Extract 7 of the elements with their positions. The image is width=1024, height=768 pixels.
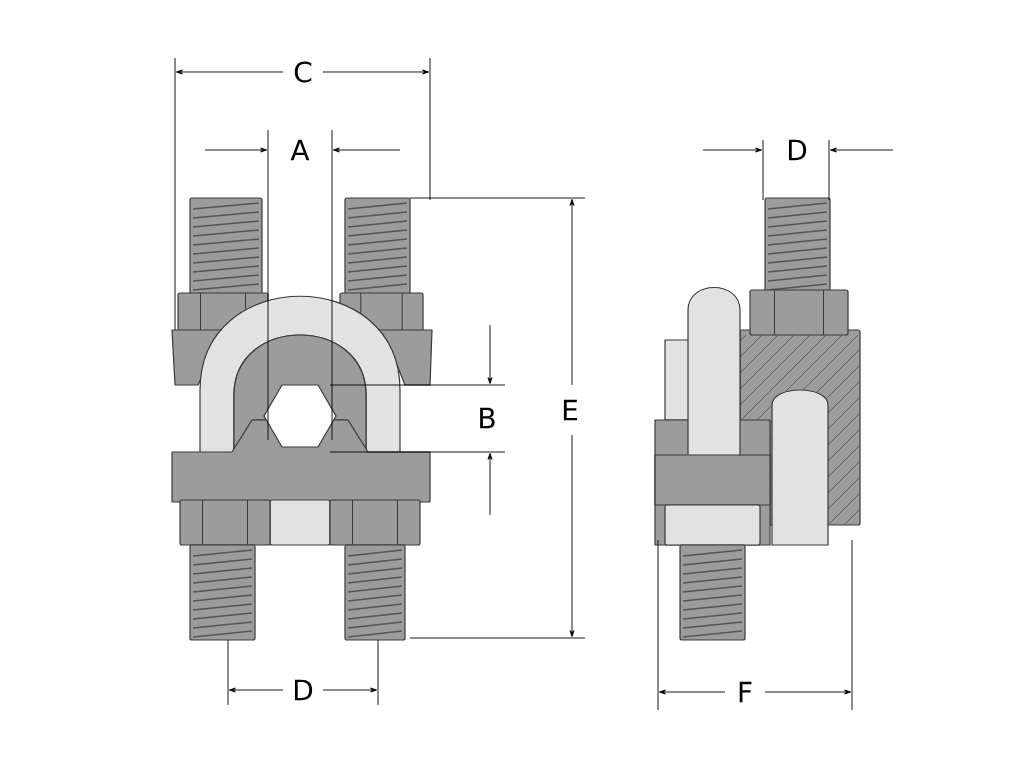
dimension-label: C	[294, 61, 312, 83]
dimension-label: E	[563, 399, 578, 421]
dimension-label: D	[294, 679, 313, 701]
dimension-label: B	[480, 407, 495, 429]
dimension-label: A	[290, 139, 310, 161]
dimension-label: F	[739, 681, 752, 703]
dimension-label: D	[789, 139, 807, 161]
